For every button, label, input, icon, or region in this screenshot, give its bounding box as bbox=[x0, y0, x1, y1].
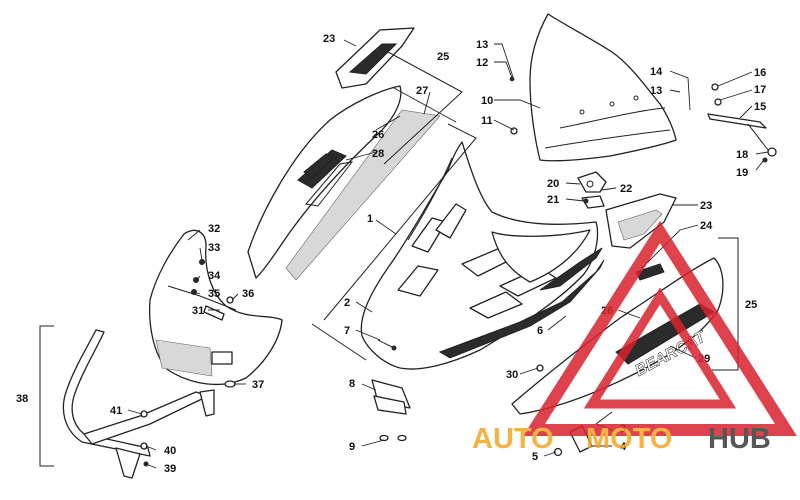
callout-16: 16 bbox=[754, 67, 766, 79]
watermark: AUTO MOTO HUB bbox=[472, 220, 797, 455]
callout-39: 39 bbox=[164, 463, 176, 475]
callout-41: 41 bbox=[110, 405, 122, 417]
callout-25-right: 25 bbox=[745, 299, 757, 311]
callout-18: 18 bbox=[736, 149, 748, 161]
callout-10: 10 bbox=[481, 95, 493, 107]
watermark-triangle-outer bbox=[523, 220, 797, 436]
watermark-part-2: MOTO bbox=[586, 423, 672, 455]
callout-37: 37 bbox=[252, 379, 264, 391]
callout-35: 35 bbox=[208, 288, 220, 300]
side-vent bbox=[605, 193, 677, 249]
callout-33: 33 bbox=[208, 242, 220, 254]
callout-20: 20 bbox=[547, 178, 559, 190]
front-nose bbox=[148, 229, 283, 388]
callout-12: 12 bbox=[476, 57, 488, 69]
callout-7: 7 bbox=[344, 325, 350, 337]
callout-6: 6 bbox=[537, 325, 543, 337]
callout-13-left: 13 bbox=[476, 39, 488, 51]
top-cover bbox=[247, 85, 441, 281]
callout-21: 21 bbox=[547, 194, 559, 206]
callout-24: 24 bbox=[700, 220, 713, 232]
watermark-triangle-inner bbox=[583, 287, 737, 409]
callout-25-top: 25 bbox=[437, 51, 449, 63]
watermark-part-3: HUB bbox=[708, 423, 771, 455]
hinge-bracket bbox=[371, 379, 411, 442]
callout-38: 38 bbox=[16, 393, 28, 405]
windshield bbox=[529, 13, 677, 162]
callout-11: 11 bbox=[481, 115, 493, 127]
callout-40: 40 bbox=[164, 445, 176, 457]
hood-panel bbox=[360, 141, 605, 370]
callout-14: 14 bbox=[650, 66, 663, 78]
callout-9: 9 bbox=[349, 441, 355, 453]
callout-32: 32 bbox=[208, 223, 220, 235]
callout-34: 34 bbox=[208, 270, 221, 282]
callout-19: 19 bbox=[736, 167, 748, 179]
bumper-bar bbox=[62, 329, 215, 479]
windshield-hardware bbox=[509, 76, 777, 163]
callout-27: 27 bbox=[416, 85, 428, 97]
watermark-part-1: AUTO bbox=[472, 423, 554, 455]
upper-vent bbox=[335, 27, 415, 89]
callout-13-right: 13 bbox=[650, 85, 662, 97]
callout-17: 17 bbox=[754, 84, 766, 96]
callout-2: 2 bbox=[344, 297, 350, 309]
callout-22: 22 bbox=[620, 183, 632, 195]
callout-26-top: 26 bbox=[372, 129, 384, 141]
leader-lines bbox=[127, 39, 769, 469]
callout-5: 5 bbox=[532, 451, 538, 463]
callout-15: 15 bbox=[754, 101, 766, 113]
callout-labels: 23 1 2 3 4 5 6 7 8 9 10 11 12 13 13 14 1… bbox=[16, 33, 766, 475]
callout-23-right: 23 bbox=[700, 200, 712, 212]
callout-30: 30 bbox=[506, 369, 518, 381]
mount-bracket bbox=[577, 171, 607, 209]
callout-23-top: 23 bbox=[323, 33, 335, 45]
callout-36: 36 bbox=[242, 288, 254, 300]
callout-4: 4 bbox=[620, 441, 627, 453]
callout-31: 31 bbox=[192, 305, 204, 317]
callout-1: 1 bbox=[367, 213, 373, 225]
group-brackets bbox=[39, 51, 739, 467]
callout-8: 8 bbox=[349, 378, 355, 390]
callout-28: 28 bbox=[372, 148, 384, 160]
hood-hardware bbox=[377, 339, 397, 351]
